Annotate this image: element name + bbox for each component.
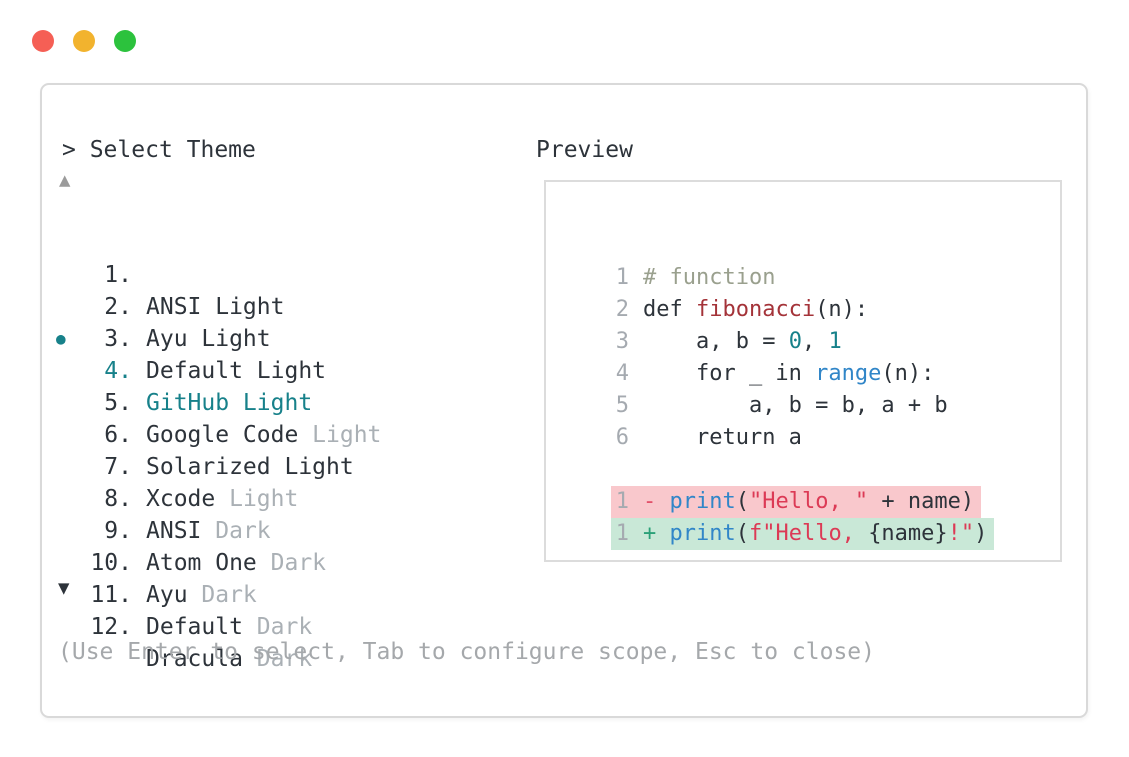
- code-line: 5 a, b = b, a + b: [562, 358, 994, 418]
- theme-list-item[interactable]: 7. Xcode Light: [42, 387, 522, 512]
- code-line: 3 a, b = 0, 1: [562, 294, 994, 354]
- theme-number: 9.: [104, 518, 132, 544]
- scroll-up-indicator: ▲: [59, 169, 71, 191]
- theme-list-item[interactable]: 1. ANSI Light: [42, 195, 522, 320]
- line-number: 4: [615, 361, 629, 386]
- theme-number: 11.: [90, 582, 132, 608]
- theme-name: GitHub Light: [146, 390, 313, 416]
- theme-selector-dialog: > Select Theme Preview ▲ 1. ANSI Light 2…: [40, 83, 1088, 718]
- theme-name: Dracula Dark: [146, 646, 313, 672]
- theme-number: 5.: [104, 390, 132, 416]
- theme-name: Ayu Dark: [146, 582, 257, 608]
- dialog-title: Select Theme: [89, 137, 256, 163]
- theme-name: Xcode Light: [146, 486, 299, 512]
- line-number: 1: [615, 521, 629, 546]
- code-line-content: 1 # function: [611, 262, 782, 294]
- theme-list-item[interactable]: 9. Atom One Dark: [42, 451, 522, 576]
- line-tokens: for _ in range(n):: [642, 361, 935, 386]
- theme-list-item[interactable]: 2. Ayu Light: [42, 227, 522, 352]
- line-tokens: - print("Hello, " + name): [642, 489, 975, 514]
- theme-list-item[interactable]: 6. Solarized Light: [42, 355, 522, 480]
- code-line: 4 for _ in range(n):: [562, 326, 994, 386]
- theme-number: 4.: [104, 358, 132, 384]
- line-number: 1: [615, 265, 629, 290]
- theme-number: 3.: [104, 326, 132, 352]
- theme-list-item[interactable]: 11. Default Dark: [42, 515, 522, 640]
- theme-name: Atom One Dark: [146, 550, 327, 576]
- line-number: 5: [615, 393, 629, 418]
- code-line: 2 def fibonacci(n):: [562, 262, 994, 322]
- zoom-button[interactable]: [114, 30, 136, 52]
- theme-number: 6.: [104, 422, 132, 448]
- theme-name: Solarized Light: [146, 454, 354, 480]
- theme-number: 8.: [104, 486, 132, 512]
- theme-number: 7.: [104, 454, 132, 480]
- traffic-lights: [32, 30, 136, 52]
- code-line-content: [611, 454, 650, 486]
- theme-name: ANSI Light: [146, 294, 285, 320]
- theme-list-item[interactable]: 8. ANSI Dark: [42, 419, 522, 544]
- line-tokens: + print(f"Hello, {name}!"): [642, 521, 988, 546]
- preview-title: Preview: [536, 137, 633, 163]
- theme-list-item[interactable]: 5. Google Code Light: [42, 323, 522, 448]
- code-line-content: 5 a, b = b, a + b: [611, 390, 955, 422]
- line-number: 1: [615, 489, 629, 514]
- preview-panel: 1 # function 2 def fibonacci(n): 3 a, b = …: [544, 180, 1062, 562]
- line-number: 2: [615, 297, 629, 322]
- minimize-button[interactable]: [73, 30, 95, 52]
- line-number: 3: [615, 329, 629, 354]
- theme-list-item[interactable]: 3. Default Light: [42, 259, 522, 384]
- footer-hint: (Use Enter to select, Tab to configure s…: [58, 639, 875, 665]
- line-tokens: return a: [642, 425, 802, 450]
- line-tokens: # function: [642, 265, 776, 290]
- code-line-content: 1 + print(f"Hello, {name}!"): [610, 518, 995, 550]
- theme-number: 1.: [104, 262, 132, 288]
- code-line-content: 2 def fibonacci(n):: [611, 294, 875, 326]
- theme-list-item[interactable]: 12. Dracula Dark: [42, 547, 522, 672]
- code-line: 1 + print(f"Hello, {name}!"): [562, 486, 995, 550]
- line-number: 6: [615, 425, 629, 450]
- code-block: 1 # function 2 def fibonacci(n): 3 a, b = …: [562, 230, 995, 550]
- theme-list-item[interactable]: 10. Ayu Dark: [42, 483, 522, 608]
- dialog-title-row: > Select Theme: [62, 137, 256, 163]
- line-tokens: def fibonacci(n):: [642, 297, 869, 322]
- theme-name: ANSI Dark: [146, 518, 271, 544]
- scroll-down-indicator: ▼: [58, 577, 70, 599]
- close-button[interactable]: [32, 30, 54, 52]
- line-tokens: a, b = b, a + b: [642, 393, 948, 418]
- code-line: 1 - print("Hello, " + name): [562, 454, 994, 518]
- line-tokens: a, b = 0, 1: [642, 329, 842, 354]
- code-line-content: 3 a, b = 0, 1: [611, 326, 849, 358]
- theme-number: 10.: [90, 550, 132, 576]
- theme-number: 2.: [104, 294, 132, 320]
- theme-name: Default Dark: [146, 614, 313, 640]
- code-line: 6 return a: [562, 390, 994, 450]
- code-line: 1 # function: [562, 230, 994, 290]
- selected-bullet: ●: [56, 329, 66, 348]
- prompt-chevron: >: [62, 137, 90, 163]
- code-line-content: 4 for _ in range(n):: [611, 358, 941, 390]
- theme-list-item[interactable]: ● 4. GitHub Light: [42, 291, 522, 416]
- code-line-content: 1 - print("Hello, " + name): [610, 486, 982, 518]
- theme-name: Default Light: [146, 358, 327, 384]
- theme-number: 12.: [90, 614, 132, 640]
- theme-name: Ayu Light: [146, 326, 271, 352]
- code-line-content: 6 return a: [611, 422, 809, 454]
- theme-list: 1. ANSI Light 2. Ayu Light 3. Default Li…: [42, 195, 522, 672]
- theme-name: Google Code Light: [146, 422, 382, 448]
